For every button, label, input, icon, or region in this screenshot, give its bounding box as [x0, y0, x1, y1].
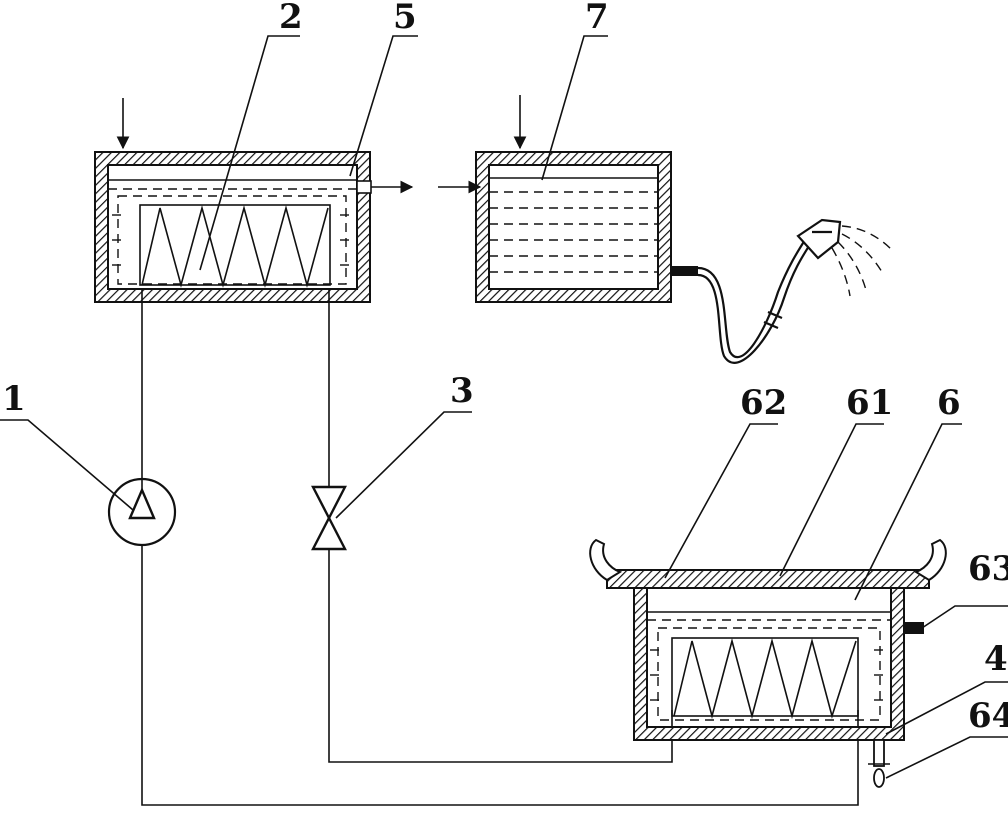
- label-64: 64: [968, 696, 1008, 736]
- label-5: 5: [393, 0, 417, 37]
- tank-7: [438, 95, 672, 303]
- leader-lines: [0, 35, 1008, 779]
- label-1: 1: [2, 379, 26, 419]
- label-63: 63: [968, 549, 1008, 589]
- label-62: 62: [740, 383, 787, 423]
- label-7: 7: [585, 0, 609, 37]
- coil-2: [139, 204, 331, 289]
- label-3: 3: [450, 371, 474, 411]
- label-6: 6: [937, 383, 961, 423]
- tank-6: [589, 538, 947, 788]
- tank-5: [94, 98, 414, 303]
- label-2: 2: [279, 0, 303, 37]
- coil-4: [671, 637, 859, 720]
- shower-head-icon: [670, 218, 893, 364]
- valve-3-icon: [311, 485, 347, 551]
- label-61: 61: [846, 383, 893, 423]
- label-4: 4: [984, 639, 1008, 679]
- labels: 1 2 5 7 3 62 61 6 63 4 64: [2, 0, 1008, 736]
